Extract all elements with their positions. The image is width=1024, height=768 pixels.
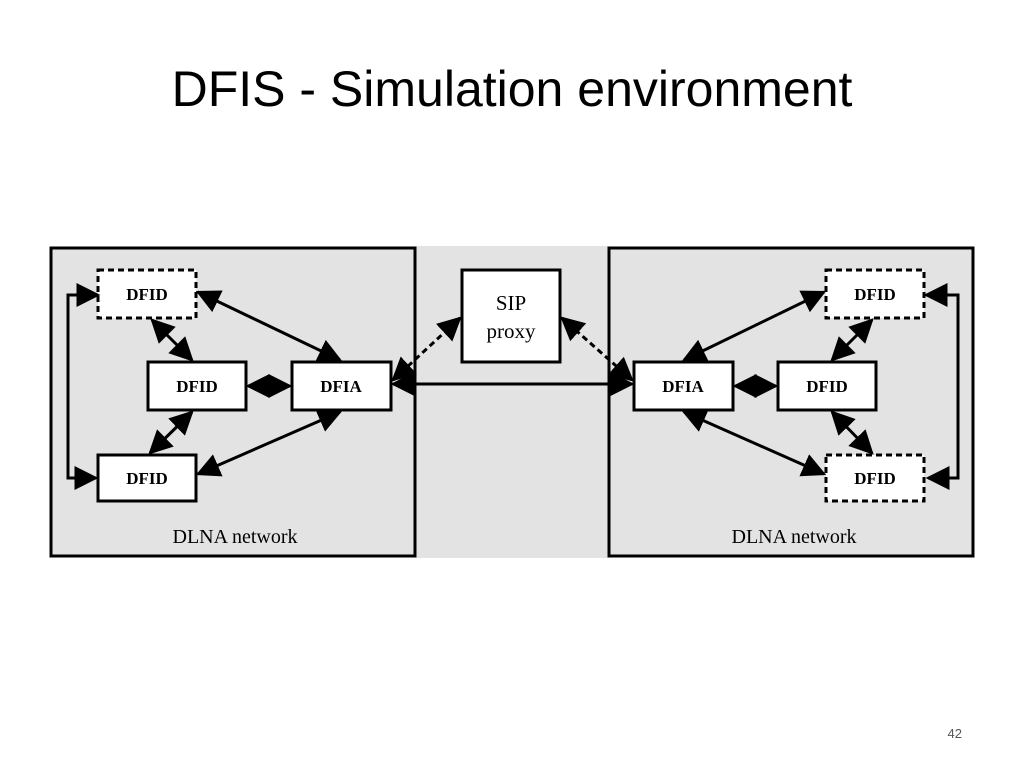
left-dfid-bottom-box <box>96 453 198 503</box>
left-dfia-label: DFIA <box>320 377 362 396</box>
left-dfid-top-label: DFID <box>126 285 168 304</box>
right-dfid-middle-to-bottom-arrow <box>830 410 874 455</box>
sip-proxy-box <box>460 268 562 364</box>
right-dfid-top-to-dfia-arrow <box>681 290 827 362</box>
left-dfid-middle-to-bottom-arrow <box>148 410 194 455</box>
sip-proxy-label-line1: SIP <box>496 291 526 315</box>
right-dfid-bottom-label: DFID <box>854 469 896 488</box>
left-dfid-middle-label: DFID <box>176 377 218 396</box>
right-dfia-label: DFIA <box>662 377 704 396</box>
right-connectors <box>681 283 960 490</box>
left-dfid-bottom-label: DFID <box>126 469 168 488</box>
center-connectors <box>390 316 635 396</box>
page-number: 42 <box>947 726 962 741</box>
left-loop-arrow <box>66 283 101 490</box>
left-dfid-top-to-middle-arrow <box>150 318 194 362</box>
right-dfia-to-sip-dashed-arrow <box>560 316 634 382</box>
left-connectors <box>66 283 343 490</box>
right-dfid-middle-box <box>776 360 878 412</box>
sip-proxy-label-line2: proxy <box>487 319 536 343</box>
left-network-label: DLNA network <box>173 526 298 548</box>
right-dfid-middle-label: DFID <box>806 377 848 396</box>
left-dfid-top-to-dfia-arrow <box>195 290 343 362</box>
right-dfid-top-label: DFID <box>854 285 896 304</box>
right-dfid-bottom-to-dfia-arrow <box>681 409 827 477</box>
left-dfid-bottom-to-dfia-arrow <box>195 409 343 477</box>
right-network-label: DLNA network <box>732 526 857 548</box>
right-dfid-top-to-middle-arrow <box>830 318 874 362</box>
slide-title: DFIS - Simulation environment <box>171 61 853 117</box>
left-dfid-top-box <box>96 268 198 320</box>
left-dfia-to-sip-dashed-arrow <box>391 316 462 382</box>
right-loop-arrow <box>923 283 960 490</box>
